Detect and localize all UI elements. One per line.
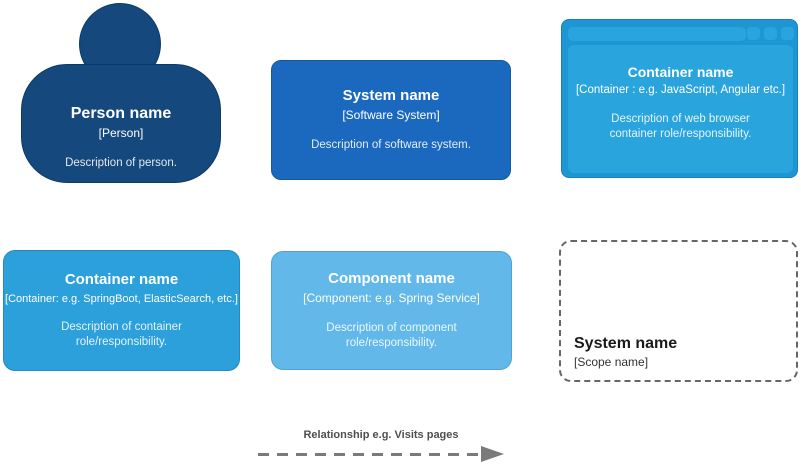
web-browser-container-node: Container name [Container : e.g. JavaScr… xyxy=(561,19,798,178)
system-scope-subtitle: [Scope name] xyxy=(574,355,649,369)
browser-button-icon xyxy=(747,27,760,40)
dashed-line xyxy=(258,452,481,456)
web-browser-container-title: Container name xyxy=(627,63,734,80)
web-browser-container-description: Description of web browser container rol… xyxy=(609,113,752,141)
relationship-arrow xyxy=(258,446,504,462)
browser-url-bar xyxy=(568,27,746,41)
component-title: Component name xyxy=(328,270,455,288)
software-system-description: Description of software system. xyxy=(311,138,471,151)
person-description: Description of person. xyxy=(65,156,177,169)
browser-content-panel: Container name [Container : e.g. JavaScr… xyxy=(568,45,793,173)
container-node: Container name [Container: e.g. SpringBo… xyxy=(3,250,240,371)
person-subtitle: [Person] xyxy=(98,126,144,141)
person-node: Person name [Person] Description of pers… xyxy=(21,64,221,183)
container-title: Container name xyxy=(64,271,179,289)
browser-button-icon xyxy=(764,27,777,40)
relationship-arrow-group: Relationship e.g. Visits pages xyxy=(258,429,504,462)
system-scope-boundary: System name [Scope name] xyxy=(559,240,798,382)
software-system-node: System name [Software System] Descriptio… xyxy=(271,60,511,180)
web-browser-container-subtitle: [Container : e.g. JavaScript, Angular et… xyxy=(575,84,786,97)
person-title: Person name xyxy=(70,105,172,123)
component-node: Component name [Component: e.g. Spring S… xyxy=(271,251,512,370)
software-system-subtitle: [Software System] xyxy=(342,108,440,123)
software-system-title: System name xyxy=(342,87,440,105)
system-scope-title: System name xyxy=(574,335,678,352)
component-description: Description of component role/responsibi… xyxy=(326,321,457,349)
arrowhead-icon xyxy=(481,446,504,462)
system-scope-label-group: System name [Scope name] xyxy=(574,335,677,369)
component-subtitle: [Component: e.g. Spring Service] xyxy=(303,291,480,306)
container-subtitle: [Container: e.g. SpringBoot, ElasticSear… xyxy=(5,292,238,305)
container-description: Description of container role/responsibi… xyxy=(61,321,182,349)
relationship-label: Relationship e.g. Visits pages xyxy=(303,429,459,441)
browser-button-icon xyxy=(781,27,794,40)
